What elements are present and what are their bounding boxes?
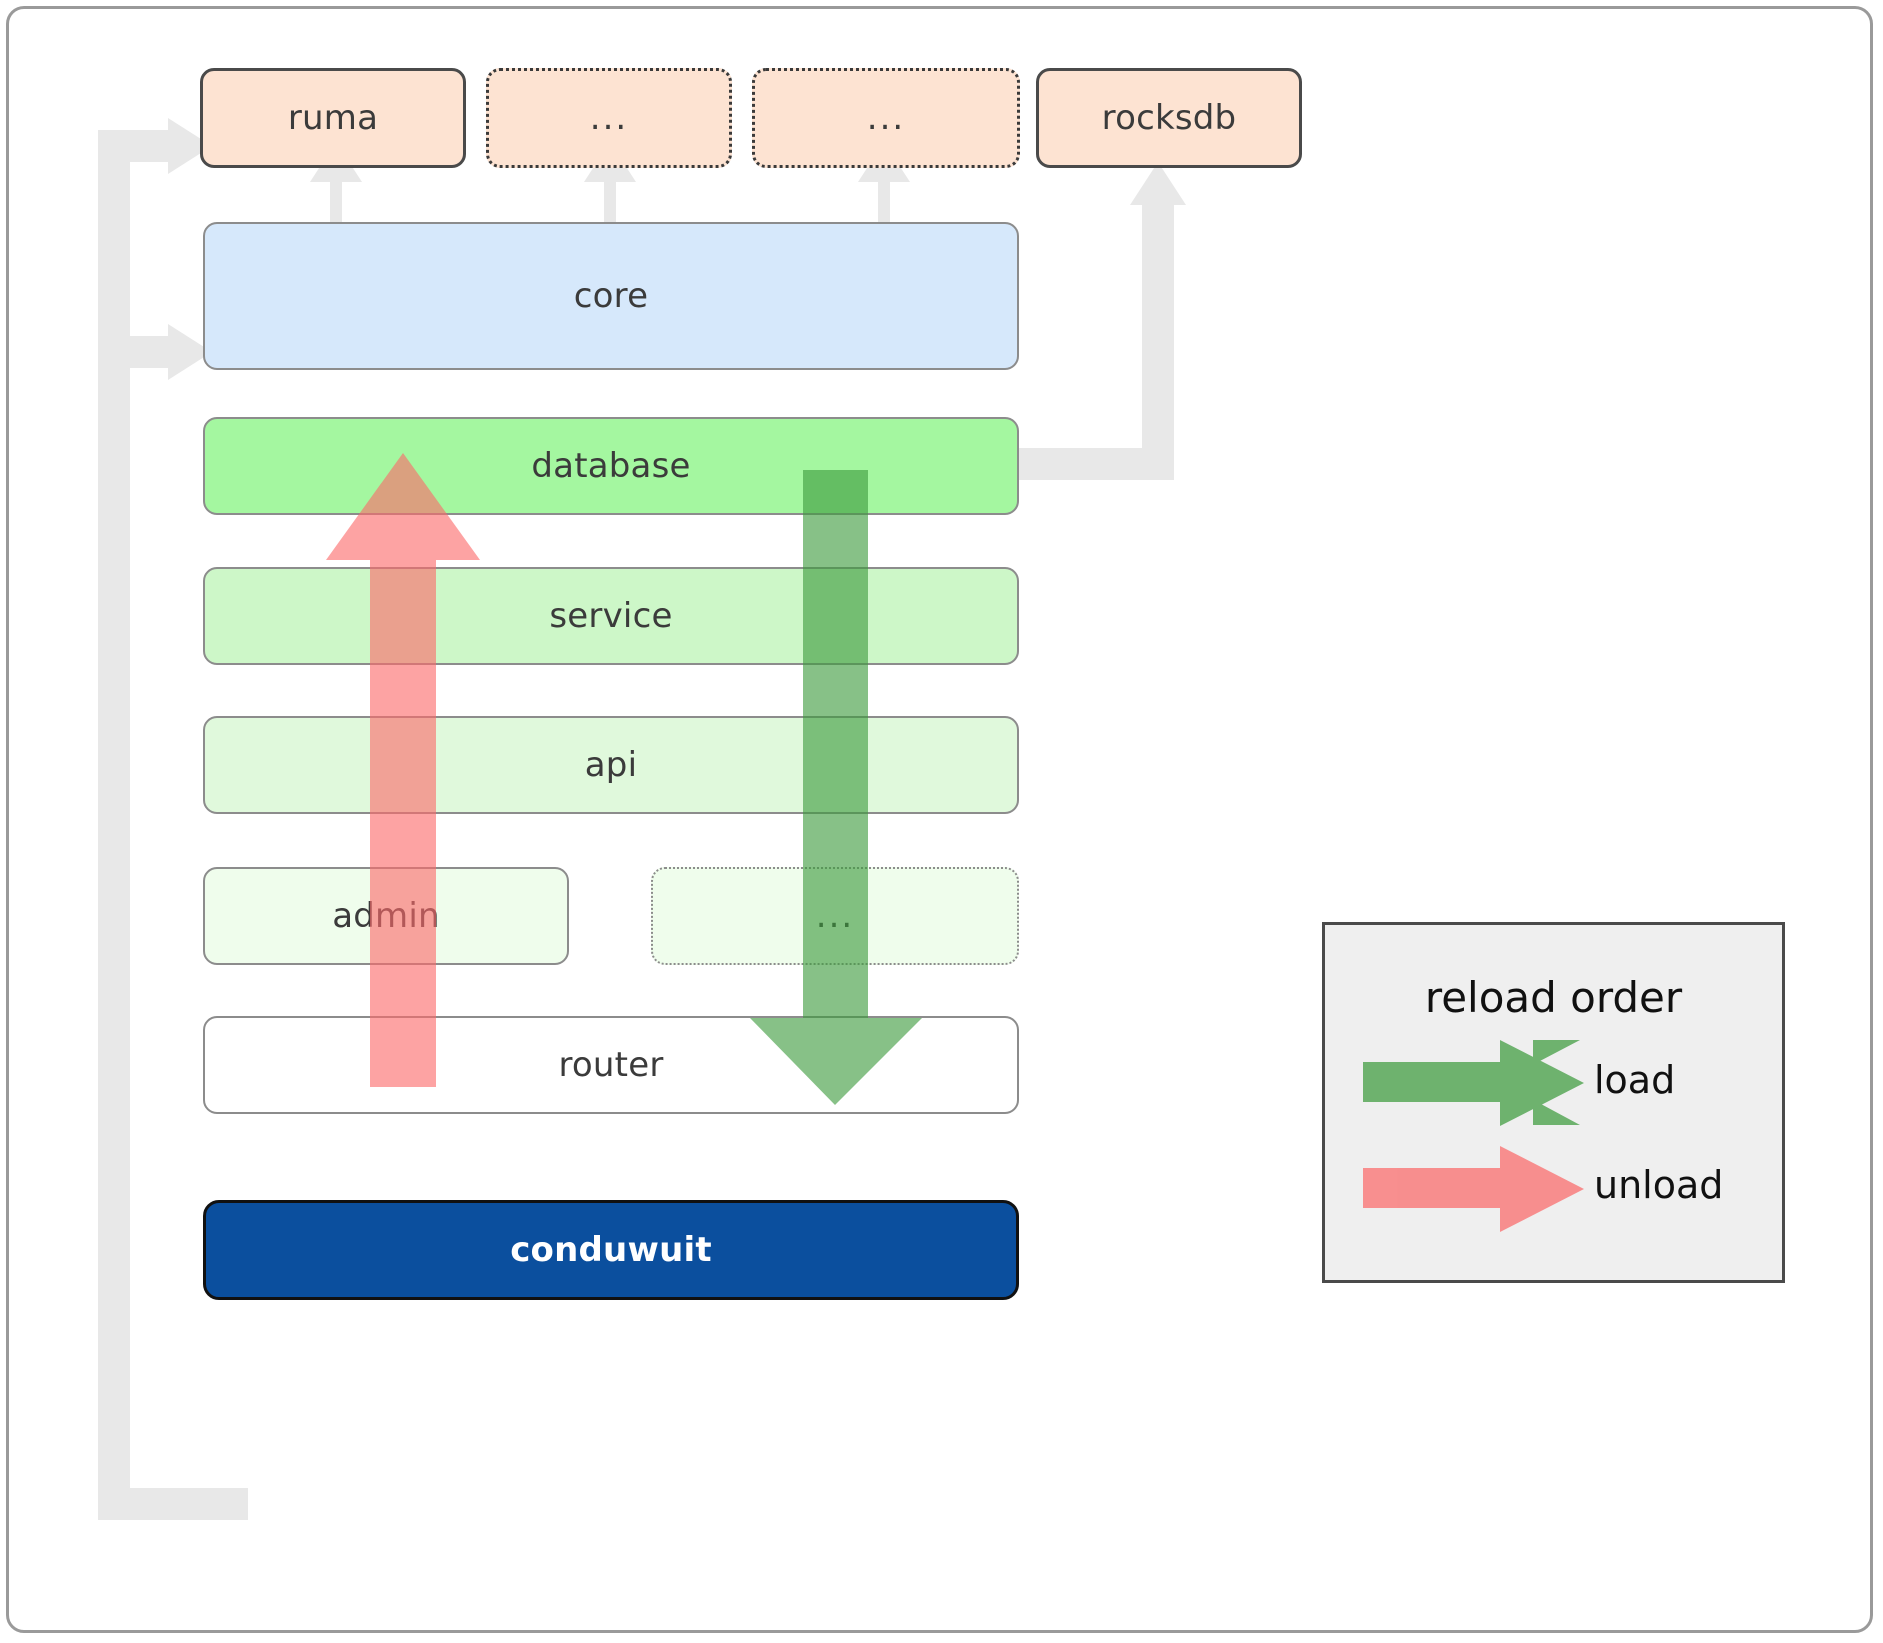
node-label: database [531,446,691,486]
node-router[interactable]: router [203,1016,1019,1114]
legend-label-unload: unload [1594,1163,1724,1207]
node-label: router [558,1045,664,1085]
node-label: ... [866,98,906,138]
node-label: conduwuit [510,1230,712,1270]
legend-label-load: load [1594,1058,1676,1102]
node-label: ... [815,896,855,936]
node-label: core [573,276,649,316]
node-label: service [549,596,673,636]
node-label: ruma [287,98,379,138]
node-service[interactable]: service [203,567,1019,665]
node-top-ellipsis-2[interactable]: ... [752,68,1020,168]
legend-title: reload order [1424,973,1683,1022]
node-label: api [584,745,638,785]
node-top-ellipsis-1[interactable]: ... [486,68,732,168]
node-conduwuit[interactable]: conduwuit [203,1200,1019,1300]
node-rocksdb[interactable]: rocksdb [1036,68,1302,168]
node-label: admin [332,896,440,936]
node-core[interactable]: core [203,222,1019,370]
node-api[interactable]: api [203,716,1019,814]
legend-box: reload order [1322,922,1785,1283]
node-admin[interactable]: admin [203,867,569,965]
node-ruma[interactable]: ruma [200,68,466,168]
node-label: rocksdb [1101,98,1237,138]
node-admin-ellipsis[interactable]: ... [651,867,1019,965]
node-database[interactable]: database [203,417,1019,515]
node-label: ... [589,98,629,138]
